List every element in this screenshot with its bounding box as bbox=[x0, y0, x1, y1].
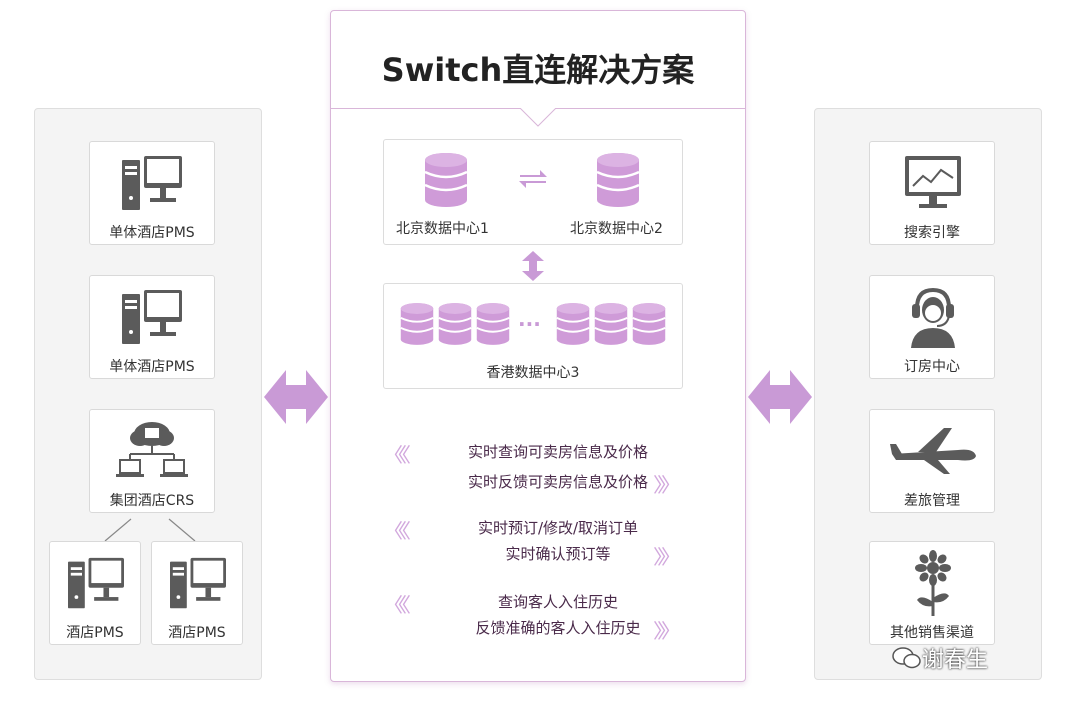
other-channels-label: 其他销售渠道 bbox=[890, 625, 974, 641]
flow-2-request: 实时预订/修改/取消订单 bbox=[477, 519, 639, 537]
flow-3-request: 查询客人入住历史 bbox=[497, 593, 618, 611]
hotel-systems-panel: 单体酒店PMS 单体酒店PMS 集团酒店CRS 酒店PMS 酒店PMS bbox=[34, 108, 262, 680]
travel-management-label: 差旅管理 bbox=[904, 493, 960, 509]
group-hotel-crs-card: 集团酒店CRS bbox=[89, 409, 215, 513]
search-engine-label: 搜索引擎 bbox=[904, 225, 960, 241]
database-icon bbox=[476, 302, 510, 346]
beijing-datacenters-box: 北京数据中心1 北京数据中心2 bbox=[383, 139, 683, 245]
database-icon bbox=[438, 302, 472, 346]
single-hotel-pms-card-1: 单体酒店PMS bbox=[89, 141, 215, 245]
sales-channels-panel: 搜索引擎 订房中心 差旅管理 bbox=[814, 108, 1042, 680]
outgoing-chevrons-icon: 〉〉〉 bbox=[653, 473, 681, 497]
other-channels-card: 其他销售渠道 bbox=[869, 541, 995, 645]
single-hotel-pms-label: 单体酒店PMS bbox=[109, 359, 195, 375]
hotel-pms-card-1: 酒店PMS bbox=[49, 541, 141, 645]
pointer-notch bbox=[520, 108, 556, 127]
booking-center-label: 订房中心 bbox=[904, 359, 960, 375]
outgoing-chevrons-icon: 〉〉〉 bbox=[653, 545, 681, 569]
flow-1-request: 实时查询可卖房信息及价格 bbox=[467, 443, 648, 461]
ellipsis: ··· bbox=[518, 312, 541, 336]
flow-1-response: 实时反馈可卖房信息及价格 bbox=[467, 473, 648, 491]
vertical-bidirectional-arrow bbox=[522, 251, 544, 281]
switch-solution-panel: Switch直连解决方案 北京数据中心1 北京数据中心2 ··· 香港数据中心3… bbox=[330, 10, 746, 682]
database-icon bbox=[594, 302, 628, 346]
flow-2-response: 实时确认预订等 bbox=[505, 545, 611, 563]
right-bidirectional-arrow bbox=[748, 370, 812, 424]
beijing-dc2-label: 北京数据中心2 bbox=[570, 221, 663, 237]
booking-center-card: 订房中心 bbox=[869, 275, 995, 379]
database-icon bbox=[632, 302, 666, 346]
database-icon bbox=[596, 152, 640, 208]
travel-management-card: 差旅管理 bbox=[869, 409, 995, 513]
headset-agent-icon bbox=[911, 287, 955, 348]
hotel-pms-label: 酒店PMS bbox=[168, 625, 226, 641]
sync-arrows-icon bbox=[519, 170, 547, 188]
left-bidirectional-arrow bbox=[264, 370, 328, 424]
database-icon bbox=[424, 152, 468, 208]
database-icon bbox=[400, 302, 434, 346]
hongkong-datacenter-box: ··· 香港数据中心3 bbox=[383, 283, 683, 389]
diagram-title: Switch直连解决方案 bbox=[381, 51, 695, 89]
beijing-dc1-label: 北京数据中心1 bbox=[396, 221, 489, 237]
airplane-icon bbox=[890, 428, 976, 474]
hotel-pms-card-2: 酒店PMS bbox=[151, 541, 243, 645]
computer-icon bbox=[168, 556, 228, 612]
group-hotel-crs-label: 集团酒店CRS bbox=[109, 493, 195, 509]
single-hotel-pms-label: 单体酒店PMS bbox=[109, 225, 195, 241]
crs-connector-lines bbox=[104, 518, 196, 542]
search-engine-card: 搜索引擎 bbox=[869, 141, 995, 245]
flow-3-response: 反馈准确的客人入住历史 bbox=[475, 619, 641, 637]
watermark-text: 谢春生 bbox=[922, 648, 989, 673]
wechat-icon bbox=[892, 647, 921, 669]
cloud-network-icon bbox=[116, 422, 188, 477]
hongkong-dc3-label: 香港数据中心3 bbox=[486, 365, 580, 381]
single-hotel-pms-card-2: 单体酒店PMS bbox=[89, 275, 215, 379]
monitor-chart-icon bbox=[905, 156, 961, 208]
outgoing-chevrons-icon: 〉〉〉 bbox=[653, 619, 681, 643]
flower-icon bbox=[915, 550, 951, 616]
hotel-pms-label: 酒店PMS bbox=[66, 625, 124, 641]
database-icon bbox=[556, 302, 590, 346]
computer-icon bbox=[66, 556, 126, 612]
